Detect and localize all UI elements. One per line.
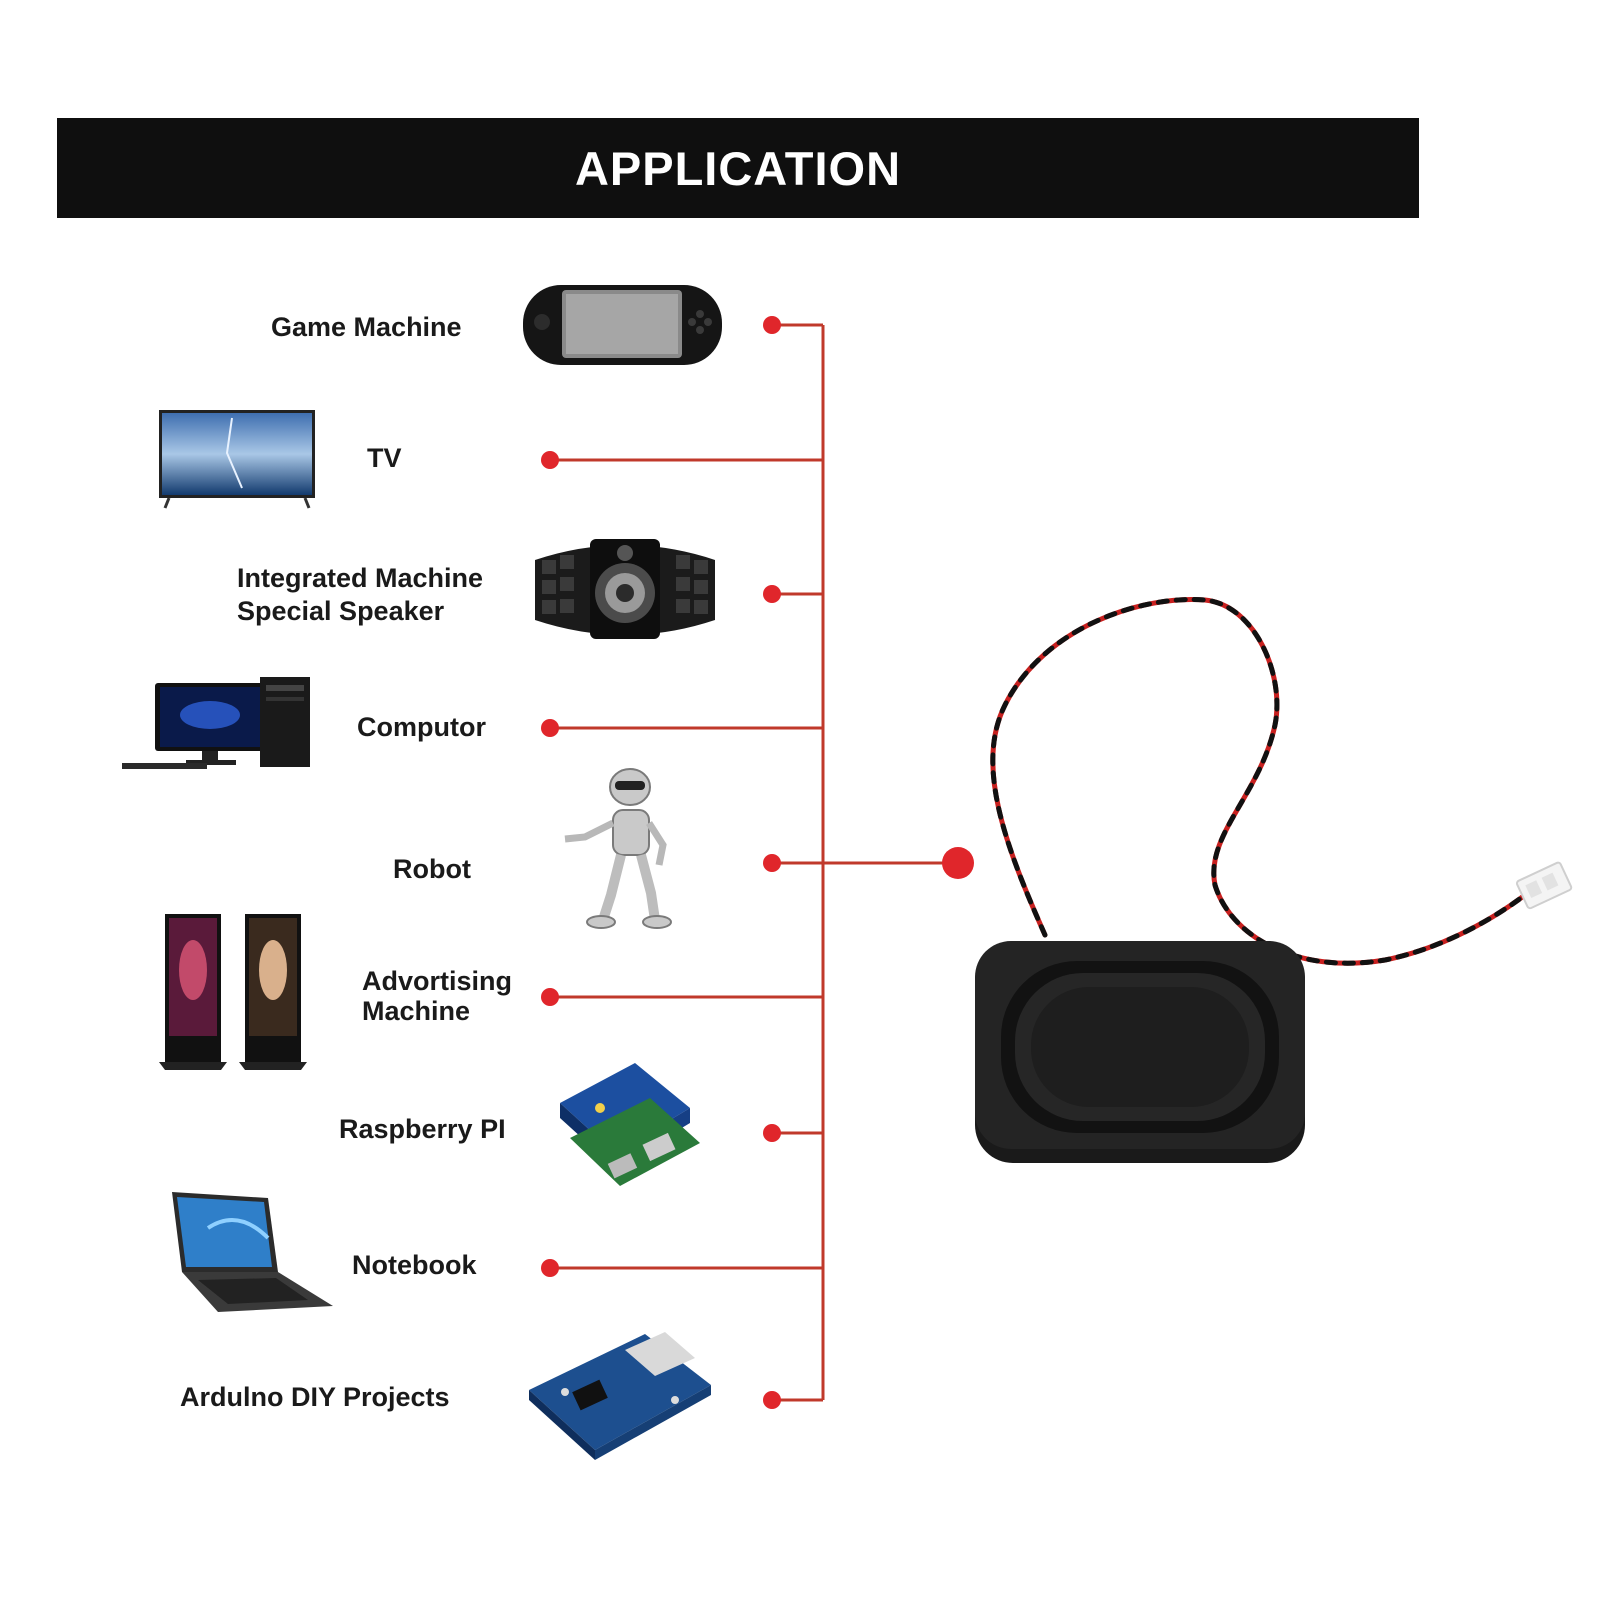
label-special-speaker: Special Speaker — [237, 596, 445, 626]
hub-dot — [942, 847, 974, 879]
connector-dot — [541, 451, 559, 469]
connector-dot — [763, 854, 781, 872]
label-raspberry-pi: Raspberry PI — [339, 1114, 506, 1144]
application-banner: APPLICATION — [57, 118, 1419, 218]
oval-speaker-with-wire-icon — [975, 596, 1573, 1163]
circuit-board-icon — [529, 1332, 711, 1460]
connector-dot — [541, 719, 559, 737]
laptop-icon — [172, 1192, 333, 1312]
label-notebook: Notebook — [352, 1250, 477, 1280]
connector-dot — [541, 988, 559, 1006]
label-computer: Computor — [357, 712, 486, 742]
label-integrated-machine: Integrated Machine — [237, 563, 484, 593]
label-tv: TV — [367, 443, 402, 473]
digital-signage-icon — [159, 914, 307, 1070]
connector-dot — [763, 585, 781, 603]
raspberry-pi-board-icon — [560, 1063, 700, 1186]
label-machine: Machine — [362, 996, 471, 1026]
label-robot: Robot — [393, 854, 471, 884]
connector-dot — [763, 316, 781, 334]
label-game-machine: Game Machine — [271, 312, 462, 342]
label-arduino: Ardulno DIY Projects — [180, 1382, 450, 1412]
robot-icon — [564, 768, 672, 929]
banner-title: APPLICATION — [574, 141, 902, 195]
speaker-array-icon — [535, 539, 715, 639]
connector-dot — [763, 1124, 781, 1142]
handheld-console-icon — [523, 285, 722, 365]
desktop-computer-icon — [122, 677, 310, 769]
label-advortising: Advortising — [362, 966, 513, 996]
television-icon — [159, 410, 315, 509]
connector-dot — [763, 1391, 781, 1409]
connector-dot — [541, 1259, 559, 1277]
